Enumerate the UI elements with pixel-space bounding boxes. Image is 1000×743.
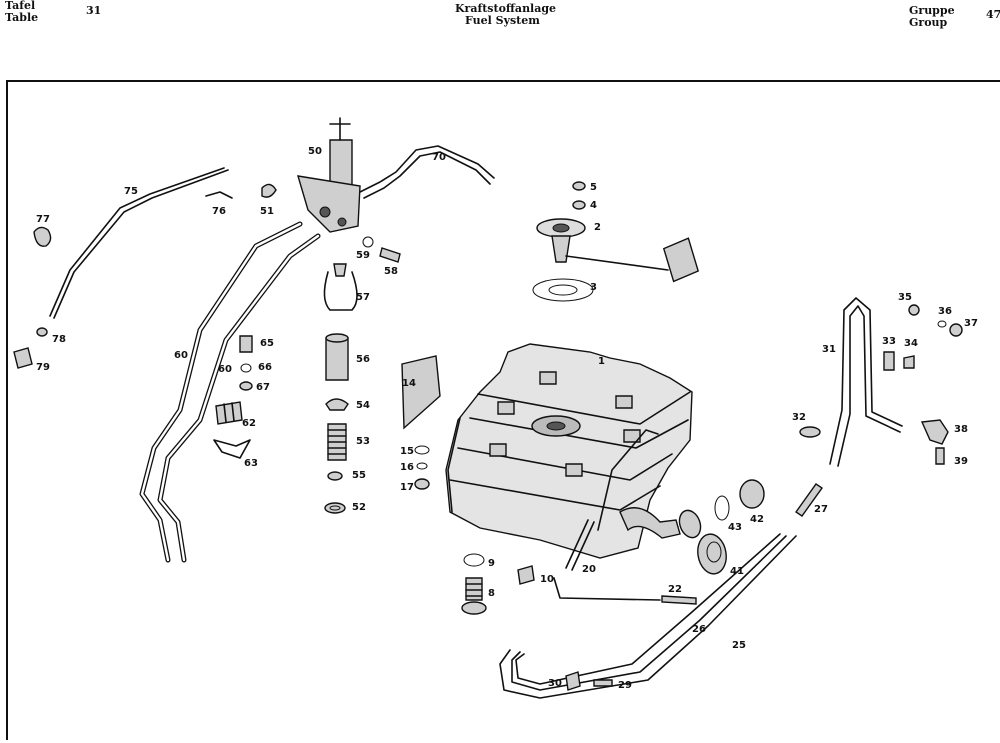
pump-parts-stack <box>323 236 401 514</box>
part-label: 27 <box>814 504 828 515</box>
part-label: 55 <box>352 470 366 481</box>
part-label: 65 <box>260 338 274 349</box>
part-label: 20 <box>582 564 596 575</box>
part-label: 53 <box>356 436 370 447</box>
tank-sender-unit <box>532 181 700 302</box>
part-label: 60 <box>174 350 188 361</box>
part-label: 39 <box>954 456 968 467</box>
part-label: 29 <box>618 680 632 691</box>
part-label: 54 <box>356 400 370 411</box>
part-label: 62 <box>242 418 256 429</box>
part-label: 26 <box>692 624 706 635</box>
header-gruppe: Gruppe <box>909 4 955 17</box>
part-label: 67 <box>256 382 270 393</box>
part-label: 37 <box>964 318 978 329</box>
part-label: 34 <box>904 338 918 349</box>
header-group: Group <box>909 16 948 29</box>
part-label: 31 <box>822 344 836 355</box>
part-label: 41 <box>730 566 744 577</box>
fuel-pump <box>205 117 495 233</box>
part-label: 66 <box>258 362 272 373</box>
part-label: 76 <box>212 206 226 217</box>
part-label: 59 <box>356 250 370 261</box>
part-label: 14 <box>402 378 416 389</box>
group-number: 47 <box>986 8 1000 21</box>
return-lines <box>499 483 823 699</box>
part-label: 56 <box>356 354 370 365</box>
header-table: Table <box>5 11 39 24</box>
part-label: 63 <box>244 458 258 469</box>
part-label: 50 <box>308 146 322 157</box>
part-label: 36 <box>938 306 952 317</box>
part-labels: 1 2 3 4 5 8 9 10 14 15 16 17 20 22 25 26… <box>36 146 978 691</box>
part-label: 32 <box>792 412 806 423</box>
diagram-frame <box>6 80 1000 740</box>
vent-line-75 <box>13 167 229 369</box>
part-label: 1 <box>598 356 605 367</box>
part-label: 33 <box>882 336 896 347</box>
part-label: 25 <box>732 640 746 651</box>
part-label: 3 <box>590 282 597 293</box>
part-label: 9 <box>488 558 495 569</box>
vent-line-31 <box>799 297 963 467</box>
header-tafel: Tafel <box>5 0 36 12</box>
part-label: 35 <box>898 292 912 303</box>
fuel-lines-60 <box>139 221 321 563</box>
part-label: 5 <box>590 182 597 193</box>
part-label: 57 <box>356 292 370 303</box>
part-label: 10 <box>540 574 554 585</box>
part-label: 4 <box>590 200 597 211</box>
part-label: 43 <box>728 522 742 533</box>
table-number: 31 <box>86 4 102 17</box>
part-label: 75 <box>124 186 138 197</box>
part-label: 42 <box>750 514 764 525</box>
part-label: 58 <box>384 266 398 277</box>
filler-parts <box>697 479 765 575</box>
title-german: Kraftstoffanlage <box>455 2 557 15</box>
drain-parts <box>461 519 697 615</box>
part-label: 15 <box>400 446 414 457</box>
clamp-parts <box>213 335 253 459</box>
fuel-tank <box>445 343 702 559</box>
part-label: 79 <box>36 362 50 373</box>
part-label: 22 <box>668 584 682 595</box>
part-label: 30 <box>548 678 562 689</box>
title-english: Fuel System <box>465 14 540 27</box>
part-label: 77 <box>36 214 50 225</box>
tank-bracket <box>401 355 441 490</box>
part-label: 38 <box>954 424 968 435</box>
part-label: 70 <box>432 152 446 163</box>
part-label: 51 <box>260 206 274 217</box>
part-label: 8 <box>488 588 495 599</box>
part-label: 2 <box>594 222 601 233</box>
part-label: 60 <box>218 364 232 375</box>
part-label: 52 <box>352 502 366 513</box>
part-label: 17 <box>400 482 414 493</box>
part-label: 78 <box>52 334 66 345</box>
part-label: 16 <box>400 462 414 473</box>
